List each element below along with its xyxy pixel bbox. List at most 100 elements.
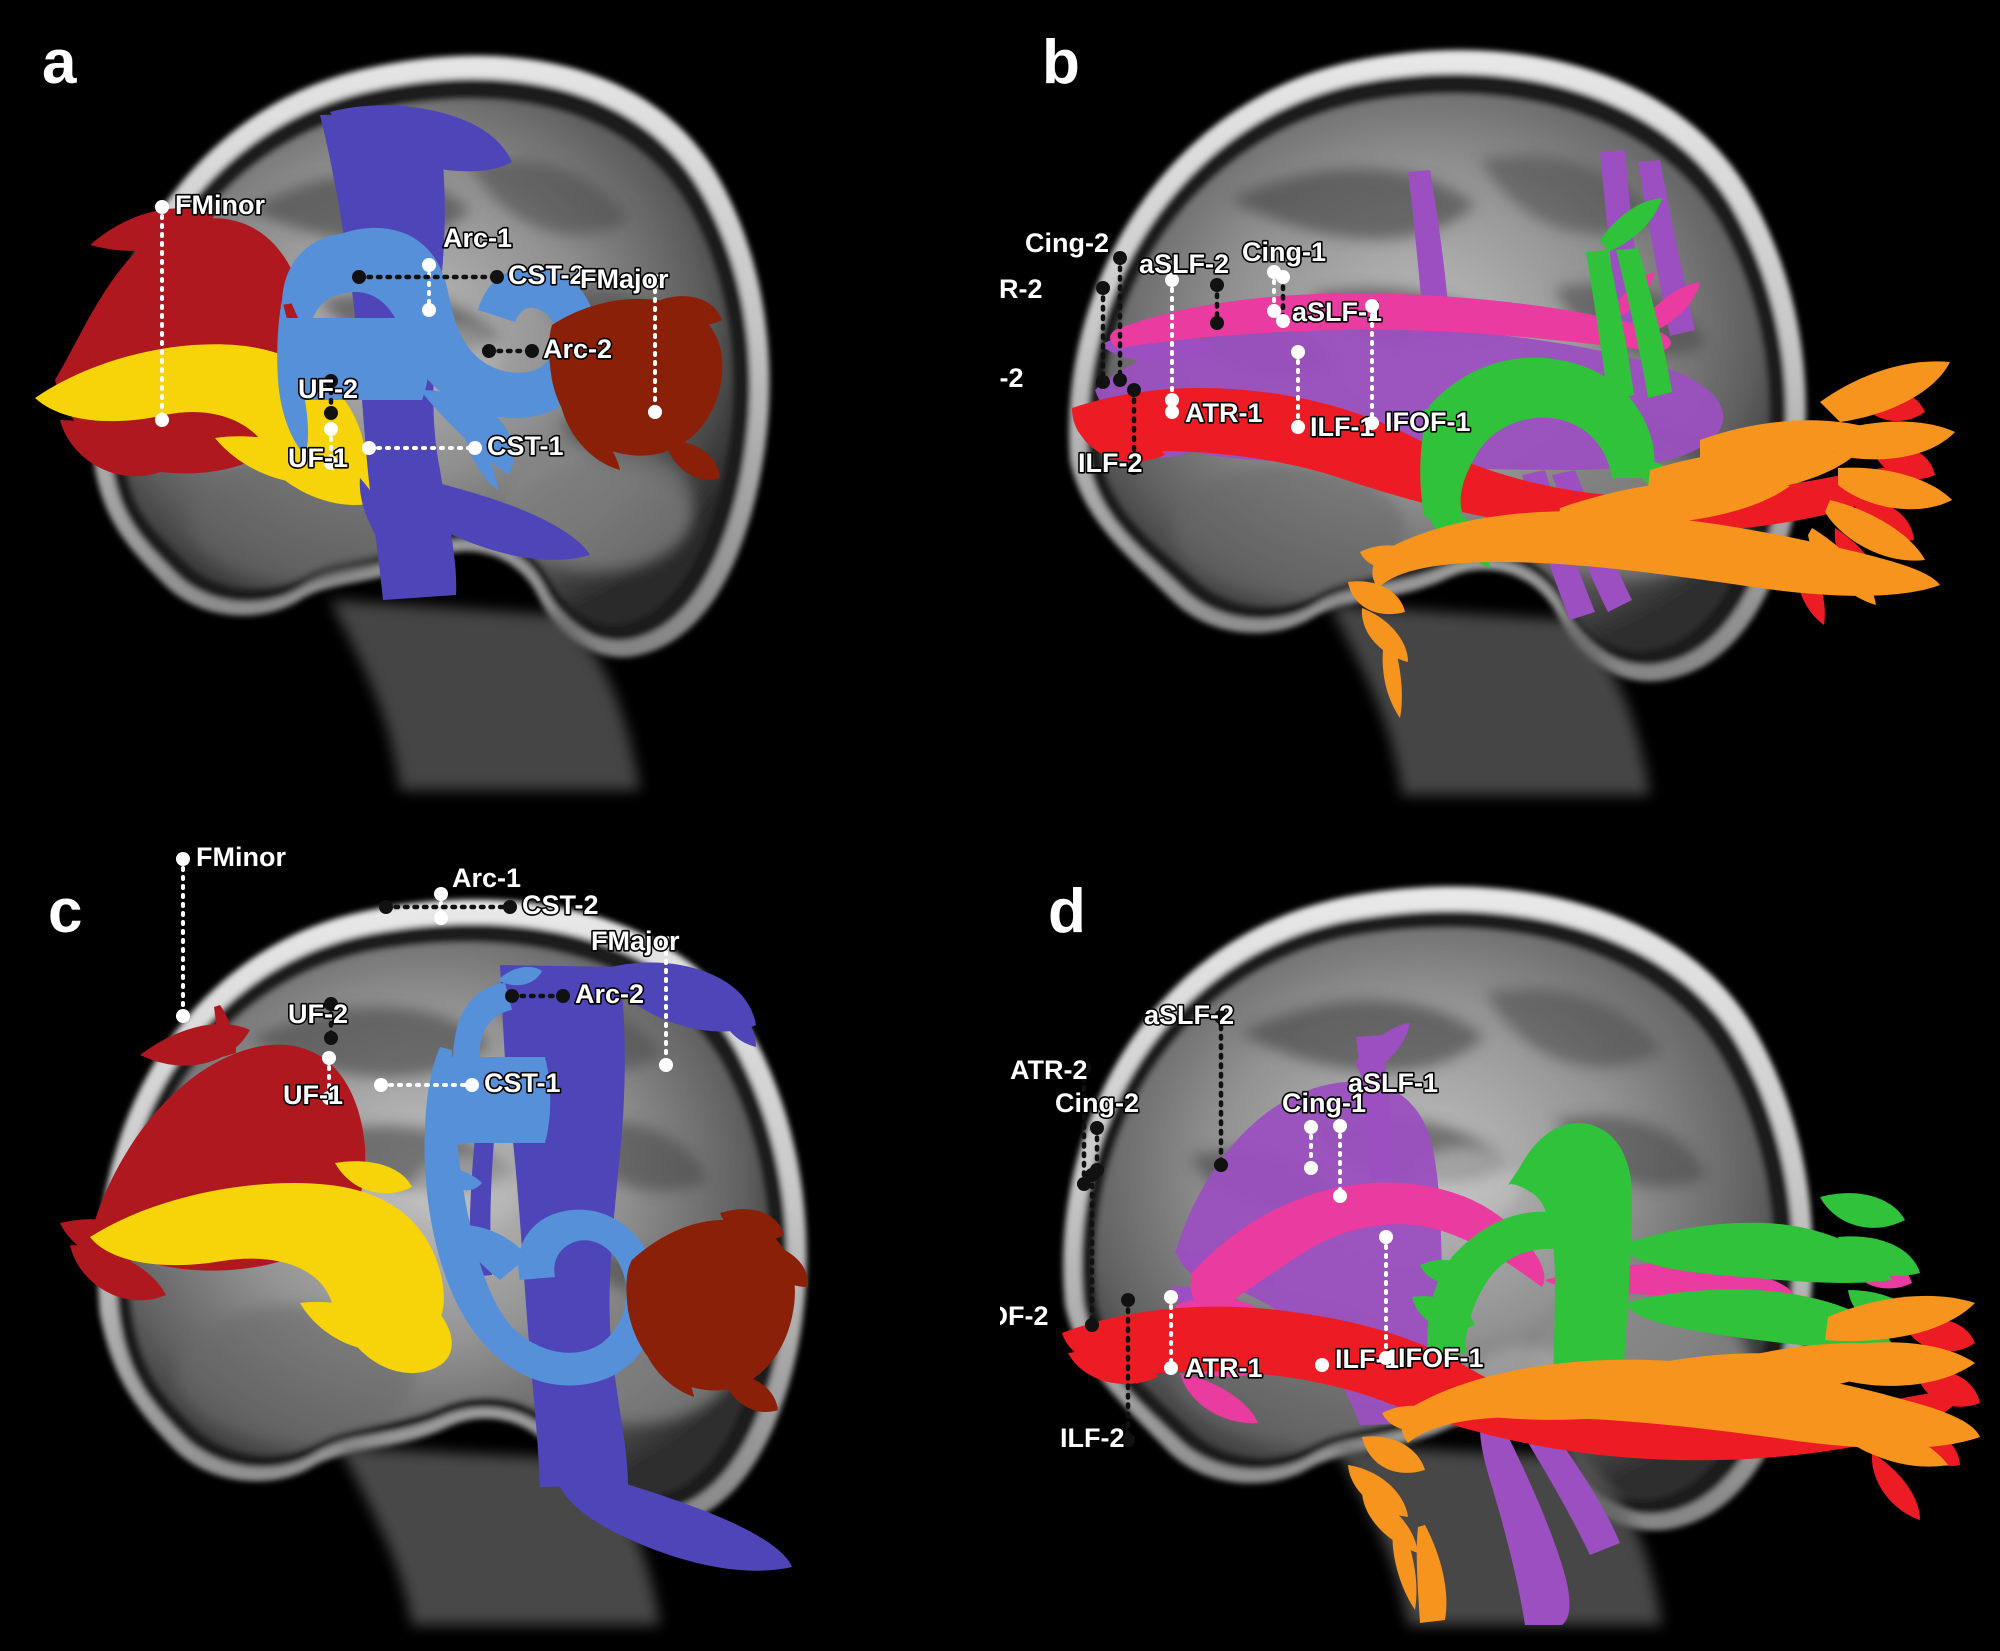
- tract-label-cst-1[interactable]: CST-1: [374, 1067, 562, 1100]
- tract-label-cst-2[interactable]: CST-2: [379, 889, 600, 922]
- tract-label-text: CST-1: [484, 1068, 561, 1098]
- leader-endpoint-dot: [434, 887, 448, 901]
- leader-endpoint-dot: [1333, 1189, 1347, 1203]
- leader-endpoint-dot: [422, 303, 436, 317]
- tract-label-ilf-1[interactable]: ILF-1: [1291, 345, 1376, 444]
- panel-b[interactable]: Cing-2ATR-2aSLF-2Cing-1aSLF-1IFOF-2ATR-1…: [1000, 0, 2000, 825]
- tract-label-text: CST-1: [487, 431, 564, 461]
- leader-endpoint-dot: [1096, 375, 1110, 389]
- leader-endpoint-dot: [482, 344, 496, 358]
- tract-label-fmajor[interactable]: FMajor: [589, 925, 682, 1072]
- tract-overlay-c: [0, 825, 1000, 1651]
- tract-label-text: IFOF-1: [1398, 1343, 1484, 1373]
- leader-endpoint-dot: [374, 1078, 388, 1092]
- tract-label-cst-1[interactable]: CST-1: [362, 430, 565, 463]
- leader-endpoint-dot: [324, 997, 338, 1011]
- tract-label-ifof-1[interactable]: IFOF-1: [1379, 1230, 1485, 1375]
- leader-endpoint-dot: [468, 441, 482, 455]
- leader-endpoint-dot: [1127, 461, 1141, 475]
- tract-label-aslf-1[interactable]: aSLF-1: [1333, 1067, 1440, 1203]
- tract-ilf-b: [1348, 361, 1955, 718]
- leader-endpoint-dot: [1214, 1010, 1228, 1024]
- tract-label-cing-2[interactable]: Cing-2: [1023, 227, 1127, 387]
- tract-label-fminor[interactable]: FMinor: [155, 189, 267, 427]
- leader-endpoint-dot: [1113, 251, 1127, 265]
- leader-endpoint-dot: [1096, 281, 1110, 295]
- tract-label-ilf-2[interactable]: ILF-2: [1058, 1293, 1135, 1455]
- tract-label-arc-1[interactable]: Arc-1: [434, 862, 523, 925]
- panel-letter-d: d: [1048, 877, 1086, 946]
- tract-overlay-a: [0, 0, 1000, 825]
- tract-label-arc-2[interactable]: Arc-2: [505, 978, 646, 1011]
- tract-label-text: Cing-1: [1242, 237, 1326, 267]
- tract-label-fmajor[interactable]: FMajor: [578, 263, 671, 419]
- tract-label-uf-1[interactable]: UF-1: [281, 1051, 345, 1112]
- tract-fmajor-a: [549, 296, 723, 480]
- leader-endpoint-dot: [503, 900, 517, 914]
- tract-label-text: ILF-2: [1078, 448, 1143, 478]
- tract-label-ilf-2[interactable]: ILF-2: [1076, 383, 1144, 480]
- tract-label-text: Cing-1: [1282, 1088, 1366, 1118]
- tract-label-text: aSLF-2: [1139, 249, 1229, 279]
- leader-endpoint-dot: [155, 413, 169, 427]
- leader-endpoint-dot: [422, 258, 436, 272]
- leader-endpoint-dot: [1267, 304, 1281, 318]
- tract-label-cst-2[interactable]: CST-2: [352, 259, 586, 292]
- tract-label-atr-1[interactable]: ATR-1: [1165, 278, 1264, 430]
- tract-overlay-d: [1000, 825, 2000, 1651]
- leader-endpoint-dot: [1164, 1290, 1178, 1304]
- tract-label-arc-2[interactable]: Arc-2: [482, 333, 614, 366]
- leader-endpoint-dot: [1165, 405, 1179, 419]
- tract-label-text: aSLF-1: [1348, 1068, 1438, 1098]
- tract-label-text: Cing-2: [1025, 228, 1109, 258]
- tract-overlay-b: [1000, 0, 2000, 825]
- tract-label-text: UF-2: [288, 999, 348, 1029]
- leader-endpoint-dot: [1379, 1351, 1393, 1365]
- tract-label-aslf-2[interactable]: aSLF-2: [1142, 999, 1236, 1172]
- leader-endpoint-dot: [1276, 270, 1290, 284]
- leader-endpoint-dot: [1315, 1358, 1329, 1372]
- leader-endpoint-dot: [648, 274, 662, 288]
- tract-label-text: FMajor: [580, 264, 669, 294]
- leader-endpoint-dot: [1127, 383, 1141, 397]
- tract-label-cing-1[interactable]: Cing-1: [1210, 236, 1328, 330]
- tract-label-ifof-2[interactable]: IFOF-2: [1000, 270, 1290, 395]
- leader-endpoint-dot: [324, 374, 338, 388]
- tract-label-text: CST-2: [508, 260, 585, 290]
- tract-fmajor-c: [626, 1209, 809, 1413]
- leader-endpoint-dot: [1291, 345, 1305, 359]
- tract-label-cing-1[interactable]: Cing-1: [1280, 1087, 1368, 1175]
- tract-label-uf-2[interactable]: UF-2: [286, 997, 350, 1045]
- leader-endpoint-dot: [362, 441, 376, 455]
- tract-label-atr-2[interactable]: ATR-2: [1008, 1054, 1091, 1191]
- tract-label-text: IFOF-1: [1385, 407, 1471, 437]
- tract-label-cing-2[interactable]: Cing-2: [1053, 1087, 1141, 1177]
- leader-endpoint-dot: [1304, 1161, 1318, 1175]
- leader-endpoint-dot: [1291, 420, 1305, 434]
- tract-ilf-d: [1348, 1295, 1980, 1623]
- leader-endpoint-dot: [505, 989, 519, 1003]
- leader-endpoint-dot: [1090, 1121, 1104, 1135]
- leader-endpoint-dot: [1214, 1158, 1228, 1172]
- leader-endpoint-dot: [1077, 1061, 1091, 1075]
- leader-endpoint-dot: [465, 1078, 479, 1092]
- tract-label-atr-1[interactable]: ATR-1: [1164, 1290, 1264, 1385]
- tract-label-fminor[interactable]: FMinor: [176, 841, 288, 1023]
- leader-endpoint-dot: [324, 1031, 338, 1045]
- leader-endpoint-dot: [1121, 1293, 1135, 1307]
- leader-endpoint-dot: [324, 422, 338, 436]
- tract-label-ifof-1[interactable]: IFOF-1: [1365, 299, 1472, 439]
- tract-label-text: ILF-1: [1310, 412, 1375, 442]
- tract-label-arc-1[interactable]: Arc-1: [422, 222, 514, 317]
- tract-label-ifof-2[interactable]: IFOF-2: [1000, 1168, 1099, 1333]
- tract-label-uf-1[interactable]: UF-1: [286, 422, 350, 475]
- tract-label-text: IFOF-2: [1000, 363, 1024, 393]
- leader-endpoint-dot: [659, 936, 673, 950]
- tract-label-atr-2[interactable]: ATR-2: [1000, 273, 1110, 389]
- tract-label-uf-2[interactable]: UF-2: [296, 373, 360, 420]
